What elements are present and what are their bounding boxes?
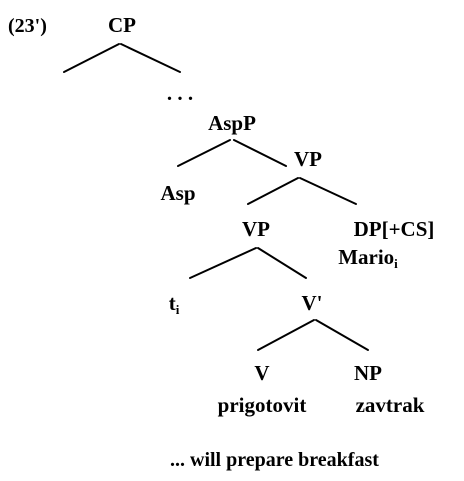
v-word: prigotovit xyxy=(218,393,307,417)
branch-cp-left xyxy=(63,43,120,73)
dp-word: Marioi xyxy=(338,245,398,271)
node-vbar: V' xyxy=(302,291,323,315)
branch-vp-high-left xyxy=(247,177,299,205)
np-word: zavtrak xyxy=(356,393,425,417)
node-ellipsis: . . . xyxy=(167,81,193,105)
node-np: NP xyxy=(354,361,382,385)
node-aspp: AspP xyxy=(208,111,256,135)
node-vp-low: VP xyxy=(242,217,270,241)
branch-vp-high-right xyxy=(299,177,357,205)
branch-aspp-right xyxy=(233,139,287,167)
branch-vbar-right xyxy=(315,319,369,351)
node-cp: CP xyxy=(108,13,136,37)
node-asp: Asp xyxy=(160,181,195,205)
node-dp: DP[+CS] xyxy=(354,217,435,241)
branch-aspp-left xyxy=(177,139,231,167)
node-v: V xyxy=(254,361,269,385)
branch-vp-low-left xyxy=(189,247,257,279)
node-trace: ti xyxy=(169,291,180,317)
node-vp-high: VP xyxy=(294,147,322,171)
gloss-text: ... will prepare breakfast xyxy=(170,449,379,471)
branch-vbar-left xyxy=(257,319,315,351)
example-number: (23') xyxy=(8,15,47,37)
branch-vp-low-right xyxy=(257,247,307,279)
branch-cp-right xyxy=(120,43,181,73)
